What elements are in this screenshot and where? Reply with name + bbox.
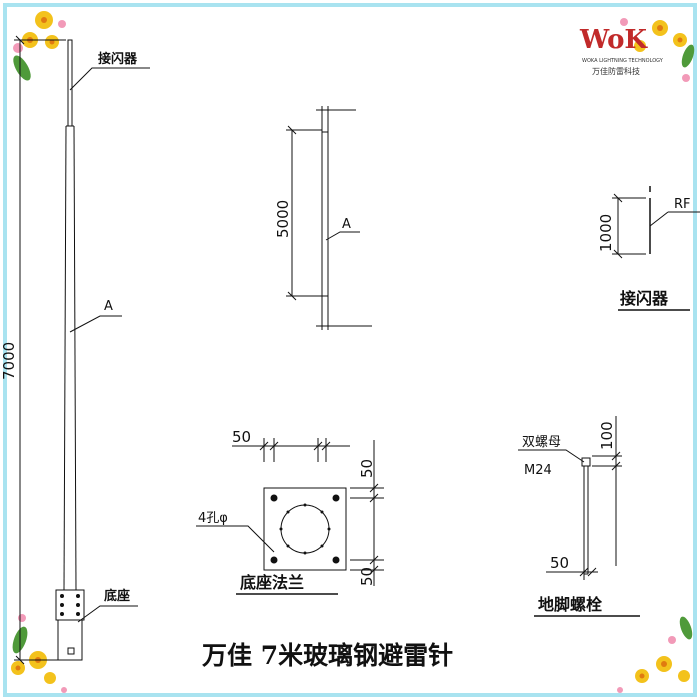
bolt-size-label: M24	[524, 463, 552, 478]
nut-leader-line	[518, 449, 585, 463]
anchor-bolt-detail: 双螺母 M24 100 50 地脚螺栓	[518, 416, 640, 617]
base-label: 底座	[104, 588, 130, 604]
flower-decoration-top-left-icon	[13, 11, 66, 81]
pole-body-right-edge	[73, 125, 77, 591]
logo-english: WOKA LIGHTNING TECHNOLOGY	[582, 58, 664, 64]
flange-plate	[263, 487, 347, 571]
pole-height-dimension: 7000	[0, 342, 18, 380]
logo-chinese: 万佳防雷科技	[592, 66, 640, 76]
receptor-dimension: 1000	[597, 214, 615, 252]
flange-bolt-hole	[270, 494, 278, 502]
flange-bolt-hole	[332, 556, 340, 564]
flange-bolt-hole	[270, 556, 278, 564]
base-leader-line	[77, 605, 138, 623]
section-a-tube	[321, 131, 329, 297]
receptor-label: 接闪器	[98, 51, 138, 67]
section-a-leader	[325, 231, 360, 241]
receptor-rod	[67, 39, 73, 127]
pole-elevation: 7000 接闪器 A 底座	[0, 35, 150, 665]
bolt-top-dimension: 100	[598, 421, 616, 450]
section-a-label: A	[342, 217, 351, 232]
flange-bolt-hole	[332, 494, 340, 502]
receptor-detail: RF 1000 接闪器	[597, 186, 700, 311]
flange-hole-note: 4孔φ	[198, 511, 228, 526]
base-flange-detail: 50 50 50 4孔φ 底座法兰	[196, 428, 384, 595]
pole-body-label: A	[104, 299, 113, 314]
anchor-bolt-title: 地脚螺栓	[538, 595, 603, 614]
bolt-nut-label: 双螺母	[522, 435, 561, 450]
pole-body-left-edge	[63, 125, 67, 591]
flower-decoration-bottom-right-icon	[617, 616, 693, 693]
bolt-bottom-dimension: 50	[550, 554, 569, 572]
pole-base-footing	[57, 619, 83, 661]
logo-letters: WoK	[579, 25, 648, 55]
flange-right-top-dimension: 50	[358, 459, 376, 478]
receptor-note: RF	[674, 197, 691, 212]
bolt-double-nut	[581, 457, 591, 467]
receptor-detail-title: 接闪器	[620, 289, 669, 308]
flange-title: 底座法兰	[240, 573, 304, 592]
receptor-leader-line	[69, 67, 150, 91]
hole-note-leader	[196, 525, 275, 553]
flange-right-bottom-dimension: 50	[358, 567, 376, 586]
flower-decoration-top-right-icon	[620, 18, 695, 82]
flange-top-dimension: 50	[232, 428, 251, 446]
section-length-dimension: 5000	[274, 200, 292, 238]
page-frame	[3, 3, 697, 697]
company-logo: WoK WOKA LIGHTNING TECHNOLOGY 万佳防雷科技	[579, 25, 664, 76]
section-a-view: 5000 A	[274, 106, 372, 330]
drawing-caption: 万佳 7米玻璃钢避雷针	[202, 641, 453, 670]
body-leader-line	[69, 315, 122, 333]
